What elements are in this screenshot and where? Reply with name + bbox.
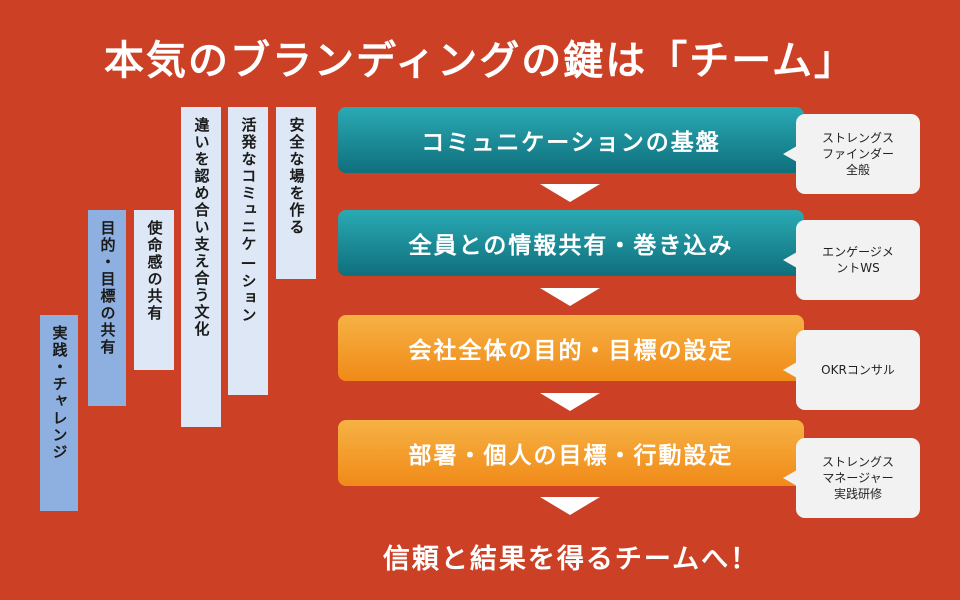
- culture-column-mutual-support: 違いを認め合い支え合う文化: [181, 107, 221, 427]
- culture-column-practice: 実践・チャレンジ: [40, 315, 78, 511]
- down-arrow-icon: [540, 184, 600, 202]
- culture-column-shared-goals: 目的・目標の共有: [88, 210, 126, 406]
- step-company-goals: 会社全体の目的・目標の設定: [338, 315, 804, 381]
- down-arrow-icon: [540, 497, 600, 515]
- step-personal-goals: 部署・個人の目標・行動設定: [338, 420, 804, 486]
- culture-column-safe-space: 安全な場を作る: [276, 107, 316, 279]
- callout-strengths-finder: ストレングス ファインダー 全般: [783, 114, 920, 194]
- page-title: 本気のブランディングの鍵は「チーム」: [104, 38, 856, 84]
- down-arrow-icon: [540, 393, 600, 411]
- culture-column-active-communication: 活発なコミュニケ—ション: [228, 107, 268, 395]
- step-communication-foundation: コミュニケーションの基盤: [338, 107, 804, 173]
- step-information-sharing: 全員との情報共有・巻き込み: [338, 210, 804, 276]
- callout-engagement-ws: エンゲージメ ントWS: [783, 220, 920, 300]
- callout-okr-consulting: OKRコンサル: [783, 330, 920, 410]
- culture-column-shared-mission: 使命感の共有: [134, 210, 174, 370]
- callout-strengths-manager: ストレングス マネージャー 実践研修: [783, 438, 920, 518]
- closing-message: 信頼と結果を得るチームへ！: [382, 544, 760, 575]
- down-arrow-icon: [540, 288, 600, 306]
